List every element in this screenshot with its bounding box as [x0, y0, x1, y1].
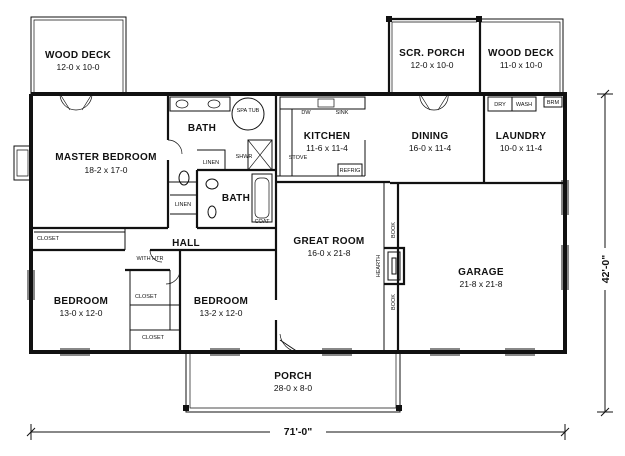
overall-depth-label: 42'-0": [600, 255, 612, 284]
interior-walls: [31, 94, 565, 352]
bedroom-left-name: BEDROOM: [54, 296, 108, 307]
hearth-label: HEARTH: [376, 255, 382, 278]
laundry-dim: 10-0 x 11-4: [500, 143, 543, 153]
shower-label: SHWR: [236, 154, 253, 160]
laundry-fixtures: [487, 96, 563, 112]
exterior-walls: [29, 92, 567, 354]
laundry-name: LAUNDRY: [496, 131, 547, 142]
great-room-dim: 16-0 x 21-8: [308, 248, 351, 258]
garage-dim: 21-8 x 21-8: [460, 279, 503, 289]
doors: [59, 93, 449, 353]
front-porch-outline: [183, 352, 402, 413]
closet-bed-b-label: CLOSET: [142, 335, 165, 341]
master-bedroom-dim: 18-2 x 17-0: [85, 165, 128, 175]
master-bath-name: BATH: [188, 123, 216, 134]
scr-porch-name: SCR. PORCH: [399, 48, 465, 59]
kitchen-fixtures: [279, 96, 366, 177]
wood-deck-right-outline: [480, 18, 564, 94]
bedroom-mid-name: BEDROOM: [194, 296, 248, 307]
sink-label: SINK: [336, 110, 349, 116]
wood-deck-left-name: WOOD DECK: [45, 50, 112, 61]
windows: [27, 180, 569, 356]
kitchen-dim: 11-6 x 11-4: [306, 143, 348, 153]
refrig-label: REFRIG: [340, 168, 361, 174]
scr-porch-dim: 12-0 x 10-0: [411, 60, 454, 70]
bath-fixtures: [169, 96, 273, 223]
porch-name: PORCH: [274, 371, 312, 382]
dining-dim: 16-0 x 11-4: [409, 143, 452, 153]
dry-label: DRY: [494, 102, 506, 108]
with-htr-label: WITH HTR: [137, 256, 164, 262]
dw-label: DW: [301, 110, 311, 116]
dining-name: DINING: [412, 131, 449, 142]
great-room-name: GREAT ROOM: [293, 236, 364, 247]
master-bay-window: [13, 145, 31, 181]
bedroom-mid-dim: 13-2 x 12-0: [200, 308, 243, 318]
wash-label: WASH: [516, 102, 532, 108]
linen-label-2: LINEN: [175, 202, 191, 208]
linen-label-1: LINEN: [203, 160, 219, 166]
kitchen-name: KITCHEN: [304, 131, 351, 142]
stove-label: STOVE: [289, 155, 308, 161]
closet-bed-a-label: CLOSET: [135, 294, 158, 300]
wood-deck-left-dim: 12-0 x 10-0: [57, 62, 100, 72]
hall-name: HALL: [172, 238, 200, 249]
closet-master-label: CLOSET: [37, 236, 60, 242]
hall-bath-name: BATH: [222, 193, 250, 204]
bedroom-left-dim: 13-0 x 12-0: [60, 308, 103, 318]
porch-dim: 28-0 x 8-0: [274, 383, 313, 393]
garage-name: GARAGE: [458, 267, 504, 278]
wood-deck-left-outline: [30, 16, 127, 94]
coat-label: COAT: [255, 219, 271, 225]
book-upper-label: BOOK: [391, 222, 397, 238]
overall-width-label: 71'-0": [284, 426, 313, 438]
master-bedroom-name: MASTER BEDROOM: [55, 152, 156, 163]
spa-tub-label: SPA TUB: [237, 108, 260, 114]
wood-deck-right-dim: 11-0 x 10-0: [500, 60, 543, 70]
book-lower-label: BOOK: [391, 294, 397, 310]
wood-deck-right-name: WOOD DECK: [488, 48, 555, 59]
brm-label: BRM: [547, 100, 560, 106]
screened-porch-outline: [386, 16, 482, 94]
